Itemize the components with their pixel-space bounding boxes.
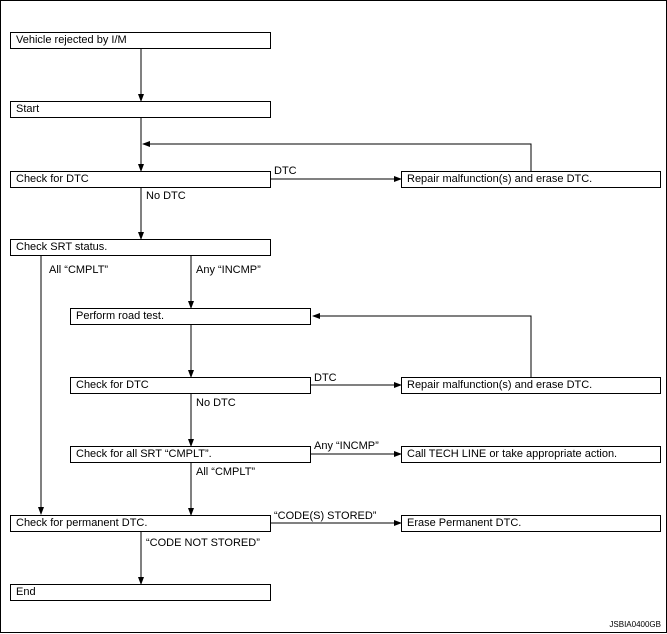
- box-start: Start: [10, 101, 271, 118]
- box-erase-permanent-dtc: Erase Permanent DTC.: [401, 515, 661, 532]
- label-codes-stored: “CODE(S) STORED”: [274, 510, 377, 522]
- box-check-permanent-dtc: Check for permanent DTC.: [10, 515, 271, 532]
- figure-code: JSBIA0400GB: [609, 620, 661, 629]
- box-vehicle-rejected: Vehicle rejected by I/M: [10, 32, 271, 49]
- label-any-incmp: Any “INCMP”: [196, 264, 261, 276]
- box-perform-road-test: Perform road test.: [70, 308, 311, 325]
- label-all-cmplt: All “CMPLT”: [49, 264, 109, 276]
- label-any-incmp-2: Any “INCMP”: [314, 440, 379, 452]
- label-all-cmplt-2: All “CMPLT”: [196, 466, 256, 478]
- box-repair-malfunction-2: Repair malfunction(s) and erase DTC.: [401, 377, 661, 394]
- label-no-dtc: No DTC: [146, 190, 186, 202]
- arrow-repair2-loop-back: [312, 313, 532, 378]
- arrow-repair-loop-back: [142, 141, 532, 172]
- box-check-srt-status: Check SRT status.: [10, 239, 271, 256]
- label-no-dtc-2: No DTC: [196, 397, 236, 409]
- box-check-dtc: Check for DTC: [10, 171, 271, 188]
- box-check-dtc-after-road-test: Check for DTC: [70, 377, 311, 394]
- box-end: End: [10, 584, 271, 601]
- box-call-tech-line: Call TECH LINE or take appropriate actio…: [401, 446, 661, 463]
- box-repair-malfunction: Repair malfunction(s) and erase DTC.: [401, 171, 661, 188]
- label-dtc: DTC: [274, 165, 297, 177]
- label-code-not-stored: “CODE NOT STORED”: [146, 537, 260, 549]
- box-check-all-srt-cmplt: Check for all SRT “CMPLT”.: [70, 446, 311, 463]
- label-dtc-2: DTC: [314, 372, 337, 384]
